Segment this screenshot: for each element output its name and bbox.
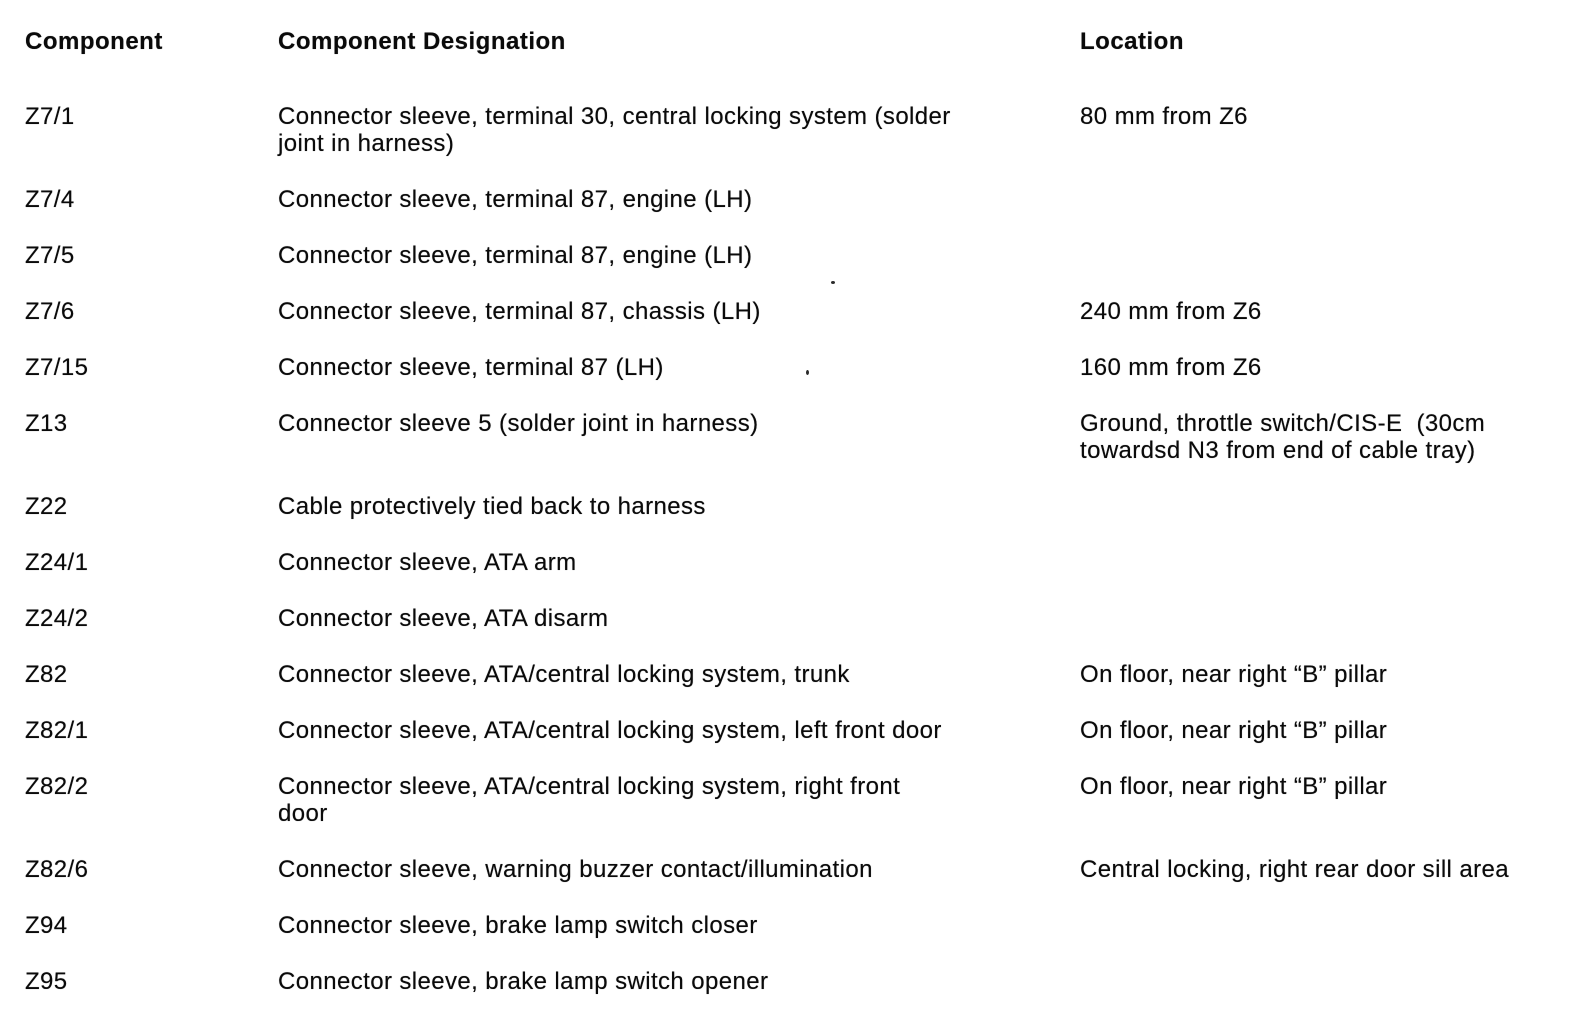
component-designation: Connector sleeve, terminal 30, central l… [278, 103, 951, 157]
component-designation: Connector sleeve, brake lamp switch open… [278, 968, 769, 995]
component-location: 240 mm from Z6 [1080, 298, 1262, 325]
component-id: Z22 [25, 493, 68, 520]
component-id: Z24/2 [25, 605, 89, 632]
component-designation: Connector sleeve, ATA disarm [278, 605, 609, 632]
table-row: Z7/6 Connector sleeve, terminal 87, chas… [25, 298, 1592, 325]
component-id: Z7/4 [25, 186, 75, 213]
table-header-row: Component Component Designation Location [25, 28, 1592, 55]
table-row: Z24/2 Connector sleeve, ATA disarm [25, 605, 1592, 632]
component-id: Z7/6 [25, 298, 75, 325]
table-row: Z95 Connector sleeve, brake lamp switch … [25, 968, 1592, 995]
table-row: Z7/1 Connector sleeve, terminal 30, cent… [25, 103, 1592, 157]
component-designation: Connector sleeve, terminal 87, engine (L… [278, 186, 753, 213]
scan-artifact-dot [806, 370, 809, 375]
header-component-designation: Component Designation [278, 28, 566, 55]
table-row: Z82/1 Connector sleeve, ATA/central lock… [25, 717, 1592, 744]
component-designation: Connector sleeve, ATA/central locking sy… [278, 717, 942, 744]
component-designation: Connector sleeve, ATA/central locking sy… [278, 773, 901, 827]
table-row: Z7/4 Connector sleeve, terminal 87, engi… [25, 186, 1592, 213]
component-designation: Connector sleeve, brake lamp switch clos… [278, 912, 758, 939]
component-id: Z7/15 [25, 354, 89, 381]
component-location: 80 mm from Z6 [1080, 103, 1248, 130]
table-row: Z24/1 Connector sleeve, ATA arm [25, 549, 1592, 576]
component-id: Z13 [25, 410, 68, 437]
component-id: Z82 [25, 661, 68, 688]
table-row: Z22 Cable protectively tied back to harn… [25, 493, 1592, 520]
component-location: 160 mm from Z6 [1080, 354, 1262, 381]
header-location: Location [1080, 28, 1184, 55]
table-body: Z7/1 Connector sleeve, terminal 30, cent… [25, 103, 1592, 995]
component-location: On floor, near right “B” pillar [1080, 773, 1388, 800]
table-row: Z82/6 Connector sleeve, warning buzzer c… [25, 856, 1592, 883]
component-location: Ground, throttle switch/CIS-E (30cm towa… [1080, 410, 1486, 464]
component-designation: Connector sleeve, ATA arm [278, 549, 577, 576]
component-location: Central locking, right rear door sill ar… [1080, 856, 1509, 883]
table-row: Z94 Connector sleeve, brake lamp switch … [25, 912, 1592, 939]
table-row: Z7/15 Connector sleeve, terminal 87 (LH)… [25, 354, 1592, 381]
component-designation: Connector sleeve, terminal 87 (LH) [278, 354, 664, 381]
component-id: Z82/2 [25, 773, 89, 800]
component-id: Z24/1 [25, 549, 89, 576]
component-designation: Connector sleeve, terminal 87, chassis (… [278, 298, 761, 325]
component-designation: Connector sleeve 5 (solder joint in harn… [278, 410, 759, 437]
header-component: Component [25, 28, 163, 55]
table-row: Z13 Connector sleeve 5 (solder joint in … [25, 410, 1592, 464]
component-designation: Connector sleeve, warning buzzer contact… [278, 856, 873, 883]
scan-artifact-dot [831, 281, 835, 284]
component-id: Z7/1 [25, 103, 75, 130]
table-row: Z82/2 Connector sleeve, ATA/central lock… [25, 773, 1592, 827]
table-row: Z82 Connector sleeve, ATA/central lockin… [25, 661, 1592, 688]
component-designation: Connector sleeve, ATA/central locking sy… [278, 661, 850, 688]
component-id: Z82/6 [25, 856, 89, 883]
table-row: Z7/5 Connector sleeve, terminal 87, engi… [25, 242, 1592, 269]
component-id: Z7/5 [25, 242, 75, 269]
component-location: On floor, near right “B” pillar [1080, 661, 1388, 688]
component-id: Z95 [25, 968, 68, 995]
component-id: Z94 [25, 912, 68, 939]
component-designation: Connector sleeve, terminal 87, engine (L… [278, 242, 753, 269]
component-designation: Cable protectively tied back to harness [278, 493, 706, 520]
component-location: On floor, near right “B” pillar [1080, 717, 1388, 744]
component-id: Z82/1 [25, 717, 89, 744]
